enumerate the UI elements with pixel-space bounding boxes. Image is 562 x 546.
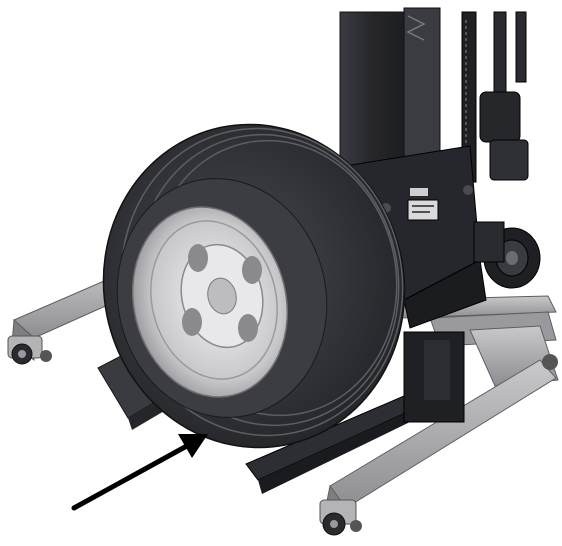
left-caster: [7, 335, 52, 365]
mast-wheel: [473, 221, 541, 289]
warning-label-icon: [407, 188, 439, 221]
mast-column: [339, 7, 529, 213]
right-caster: [542, 354, 558, 370]
front-right-caster: [319, 499, 362, 536]
arrow-up-right-icon: [71, 434, 208, 511]
lift-fork: [245, 331, 465, 494]
wheel-rim: [131, 206, 289, 398]
